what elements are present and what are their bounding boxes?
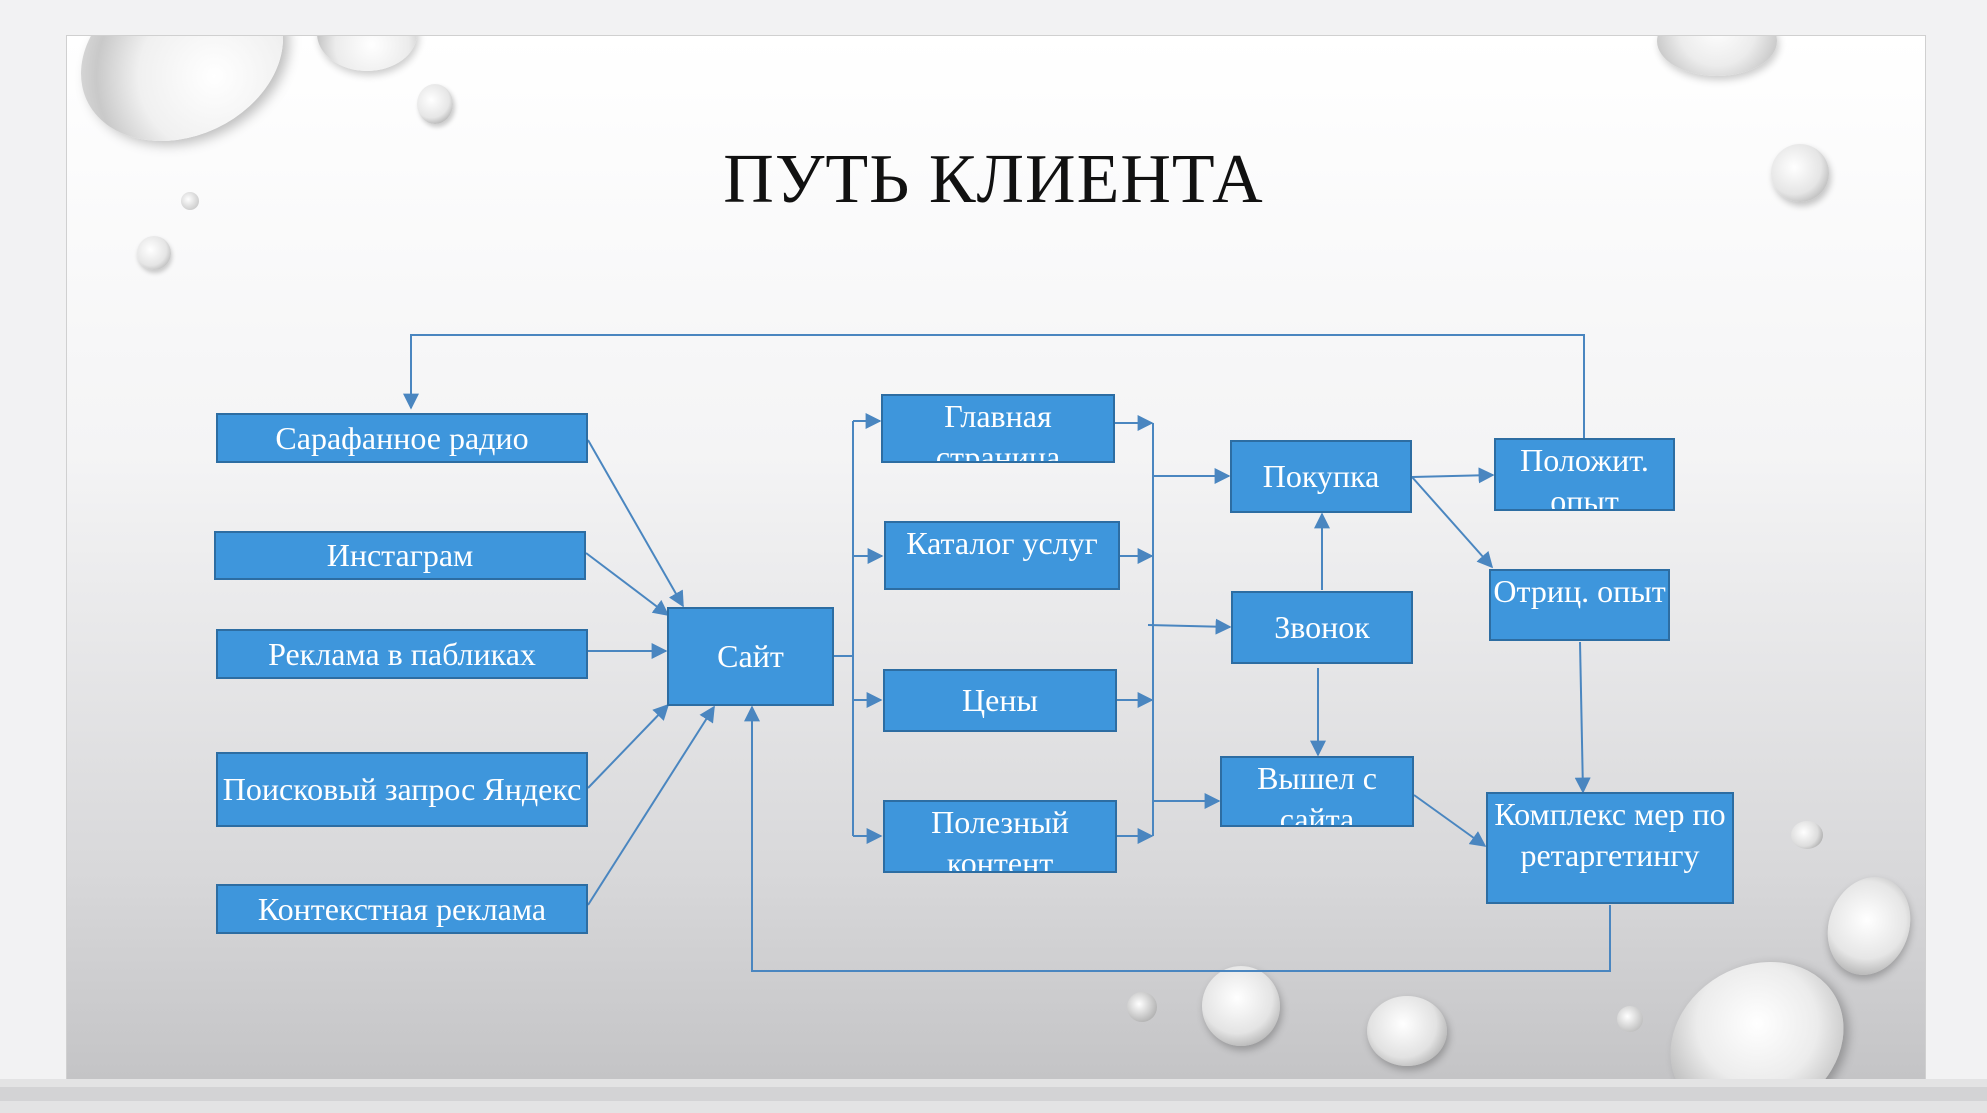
node-instagram: Инстаграм: [214, 531, 586, 580]
water-drop-decoration: [1771, 144, 1829, 202]
node-purchase: Покупка: [1230, 440, 1412, 513]
node-positive-experience: Положит. опыт: [1494, 438, 1675, 511]
node-call: Звонок: [1231, 591, 1413, 664]
water-drop-decoration: [137, 236, 171, 270]
water-drop-decoration: [417, 84, 453, 124]
water-drop-decoration: [1367, 996, 1447, 1066]
water-drop-decoration: [1617, 1006, 1643, 1032]
page-title: ПУТЬ КЛИЕНТА: [723, 141, 1264, 218]
water-drop-decoration: [1202, 966, 1280, 1046]
water-drop-decoration: [181, 192, 199, 210]
node-yandex-search: Поисковый запрос Яндекс: [216, 752, 588, 827]
node-prices: Цены: [883, 669, 1117, 732]
node-catalog: Каталог услуг: [884, 521, 1120, 590]
node-context-ads: Контекстная реклама: [216, 884, 588, 934]
node-word-of-mouth: Сарафанное радио: [216, 413, 588, 463]
node-left-site: Вышел с сайта: [1220, 756, 1414, 827]
node-public-ads: Реклама в пабликах: [216, 629, 588, 679]
water-drop-decoration: [1791, 821, 1823, 849]
node-site: Сайт: [667, 607, 834, 706]
node-main-page: Главная страница: [881, 394, 1115, 463]
node-negative-experience: Отриц. опыт: [1489, 569, 1670, 641]
node-retargeting: Комплекс мер по ретаргетингу: [1486, 792, 1734, 904]
bottom-scrollbar: [0, 1079, 1987, 1113]
node-useful-content: Полезный контент: [883, 800, 1117, 873]
water-drop-decoration: [1127, 992, 1157, 1022]
